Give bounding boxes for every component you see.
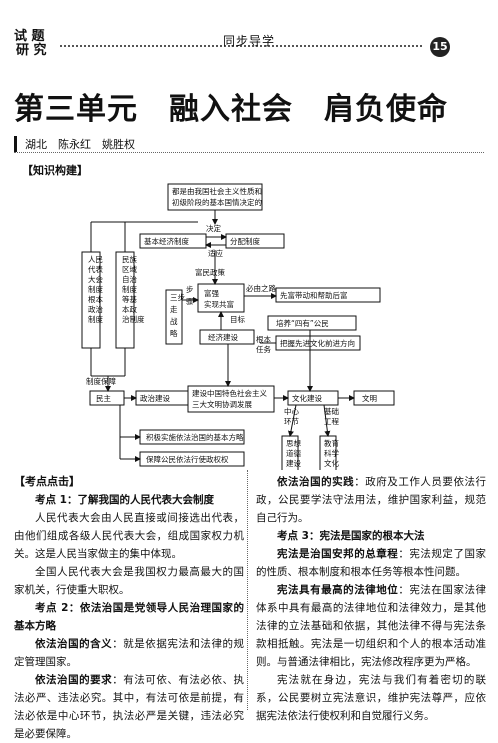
- dia-centerlink: 中心环节: [284, 406, 299, 426]
- text-run: ：就是依据宪法和法律的规定管理国家。: [14, 638, 245, 668]
- text-run: 依法治国的要求: [35, 674, 113, 686]
- dia-rights: 保障公民依法行使政权权: [146, 454, 229, 464]
- text-run: 依法治国的实践: [277, 476, 355, 488]
- dia-econ: 基本经济制度: [144, 236, 189, 246]
- left-p2: 人民代表大会由人民直接或间接选出代表，由他们组成各级人民代表大会，组成国家权力机…: [14, 509, 244, 563]
- left-p5: 依法治国的含义：就是依据宪法和法律的规定管理国家。: [14, 635, 244, 671]
- dia-civilization: 文明: [362, 393, 377, 403]
- left-p6: 依法治国的要求：有法可依、有法必依、执法必严、违法必究。其中，有法可依是前提，有…: [14, 671, 244, 743]
- right-p5: 宪法就在身边，宪法与我们有着密切的联系，公民要树立宪法意识，维护宪法尊严，应依据…: [256, 671, 486, 725]
- right-p4: 宪法具有最高的法律地位：宪法在国家法律体系中具有最高的法律地位和法律效力，是其他…: [256, 581, 486, 671]
- dia-democracy: 民主: [96, 393, 111, 403]
- right-p3: 宪法是治国安邦的总章程：宪法规定了国家的性质、根本制度和根本任务等根本性问题。: [256, 545, 486, 581]
- knowledge-diagram: 都是由我国社会主义性质和 初级阶段的基本国情决定的 基本经济制度 决定 分配制度…: [81, 183, 395, 470]
- page-number: 15: [430, 37, 450, 57]
- text-run: 依法治国的含义: [35, 638, 113, 650]
- dia-must: 必由之路: [246, 283, 276, 293]
- dia-culbuild: 文化建设: [292, 393, 322, 403]
- dia-core-1: 建设中国特色社会主义: [192, 388, 267, 398]
- dia-direction: 把握先进文化前进方向: [280, 338, 355, 348]
- series-title: 同步导学: [222, 34, 275, 48]
- text-run: 宪法具有最高的法律地位: [277, 584, 399, 596]
- text-run: 宪法就在身边，宪法与我们有着密切的联系，公民要树立宪法意识，维护宪法尊严，应依据…: [256, 674, 486, 722]
- column-divider: [247, 470, 248, 710]
- dia-fumin: 富民政策: [195, 267, 225, 277]
- dia-top-2: 初级阶段的基本国情决定的: [172, 197, 262, 207]
- points-tag: 【考点点击】: [14, 475, 80, 488]
- dia-rich-2: 实现共富: [204, 299, 234, 309]
- column-label-line1: 试 题: [14, 29, 45, 44]
- text-run: 人民代表大会由人民直接或间接选出代表，由他们组成各级人民代表大会，组成国家权力机…: [14, 512, 244, 560]
- column-label: 试 题 研 究: [14, 30, 60, 58]
- dia-top-1: 都是由我国社会主义性质和: [172, 186, 262, 196]
- dia-rule: 积极实施依法治国的基本方略: [146, 432, 244, 442]
- text-run: 宪法是治国安邦的总章程: [277, 548, 399, 560]
- dia-decide: 决定: [206, 223, 221, 233]
- dia-fundamental-2: 任务: [256, 344, 271, 354]
- text-run: 考点 2：依法治国是党领导人民治理国家的基本方略: [14, 602, 244, 632]
- left-p3: 全国人民代表大会是我国权力最高最大的国家机关，行使重大职权。: [14, 563, 244, 599]
- dia-sysguard: 制度保障: [86, 376, 116, 386]
- text-run: ：宪法在国家法律体系中具有最高的法律地位和法律效力，是其他法律的立法基础和依据，…: [256, 584, 487, 668]
- text-run: ：政府及工作人员要依法行政，公民要学法守法用法，维护国家利益，规范自己行为。: [256, 476, 487, 524]
- dia-npc: 人民代表大会 制度根本政治制度: [88, 255, 105, 324]
- text-run: 考点 3：宪法是国家的根本大法: [277, 530, 425, 542]
- dia-goal: 目标: [230, 314, 245, 324]
- dia-rich-1: 富强: [204, 288, 219, 298]
- left-p4: 考点 2：依法治国是党领导人民治理国家的基本方略: [14, 599, 244, 635]
- dia-ethics: 思想道德建设: [286, 438, 301, 468]
- text-run: 考点 1：了解我国的人民代表大会制度: [35, 494, 214, 506]
- right-p1: 依法治国的实践：政府及工作人员要依法行政，公民要学法守法用法，维护国家利益，规范…: [256, 473, 486, 527]
- text-run: ：宪法规定了国家的性质、根本制度和根本任务等根本性问题。: [256, 548, 487, 578]
- dia-lead: 先富带动和帮助后富: [280, 290, 348, 300]
- text-run: 全国人民代表大会是我国权力最高最大的国家机关，行使重大职权。: [14, 566, 244, 596]
- column-label-line2: 研 究: [16, 43, 47, 58]
- title-separator: [14, 152, 484, 153]
- right-column: 依法治国的实践：政府及工作人员要依法行政，公民要学法守法用法，维护国家利益，规范…: [256, 473, 486, 725]
- page-title: 第三单元 融入社会 肩负使命: [14, 92, 448, 127]
- dia-adapt: 适应: [208, 248, 223, 258]
- dia-basicproj: 基础工程: [324, 406, 339, 426]
- dia-core-2: 三大文明协调发展: [192, 399, 252, 409]
- dia-foursocial: 培养“四有”公民: [276, 318, 329, 328]
- left-column: 【考点点击】 考点 1：了解我国的人民代表大会制度 人民代表大会由人民直接或间接…: [14, 473, 244, 743]
- dia-education: 教育科学文化: [324, 438, 339, 468]
- left-p1: 考点 1：了解我国的人民代表大会制度: [14, 491, 244, 509]
- dia-polbuild: 政治建设: [140, 393, 170, 403]
- dia-dist: 分配制度: [230, 236, 260, 246]
- dia-steps: 步骤: [186, 285, 194, 306]
- dia-three: 三步走战略: [170, 293, 185, 338]
- dia-regional: 民族区域自治 制度等基本政治制度: [122, 254, 145, 324]
- header-rule: [60, 45, 422, 47]
- authors: 湖北 陈永红 姚胜权: [14, 136, 135, 152]
- right-p2: 考点 3：宪法是国家的根本大法: [256, 527, 486, 545]
- dia-fundamental-1: 根本: [256, 334, 271, 344]
- knowledge-tag: 【知识构建】: [22, 164, 88, 177]
- dia-econbuild: 经济建设: [208, 332, 238, 342]
